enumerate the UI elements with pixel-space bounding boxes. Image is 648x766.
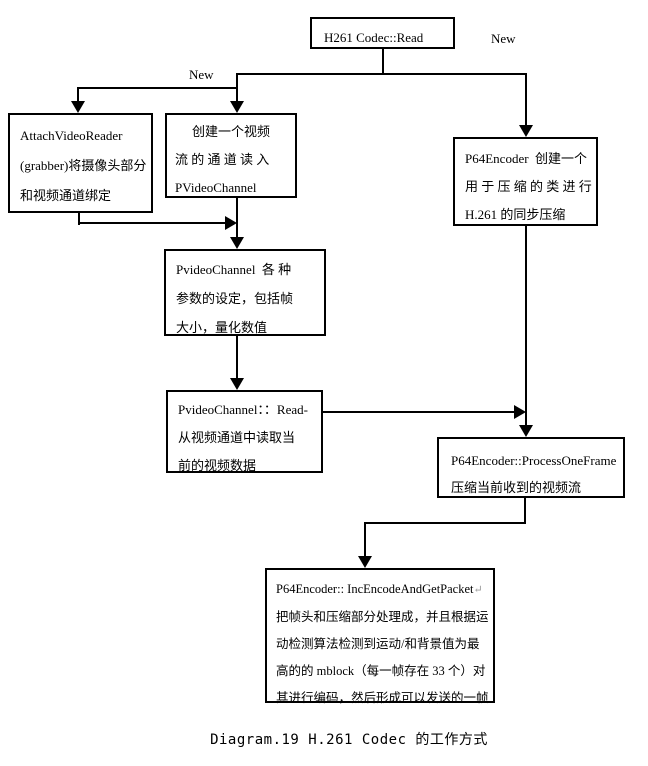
label-new-top-right: New	[491, 31, 516, 46]
box-line: 其进行编码，然后形成可以发送的一帧	[276, 691, 489, 705]
box-line: PVideoChannel	[175, 180, 257, 195]
box-line: 流 的 通 道 读 入	[175, 152, 270, 167]
return-mark-icon: ↵	[473, 584, 483, 596]
arrow-down-icon	[519, 425, 533, 437]
arrow-down-icon	[230, 237, 244, 249]
box-line: 从视频通道中读取当	[178, 430, 296, 445]
box-line: 前的视频数据	[178, 458, 257, 473]
connector-read2-right	[323, 411, 517, 413]
connector-to-encode	[364, 523, 366, 561]
connector-process-horizontal	[364, 522, 526, 524]
box-pvideochannel-read: PvideoChannel：：Read- 从视频通道中读取当 前的视频数据	[166, 390, 323, 473]
arrow-right-icon	[514, 405, 526, 419]
box-line: 创建一个视频	[191, 124, 270, 139]
arrow-right-icon	[225, 216, 237, 230]
connector-top-horizontal	[236, 73, 527, 75]
connector-to-create	[236, 74, 238, 106]
arrow-down-icon	[230, 101, 244, 113]
box-inc-encode-and-get-packet: P64Encoder:: IncEncodeAndGetPacket↵ 把帧头和…	[265, 568, 495, 705]
box-line: 参数的设定，包括帧	[176, 291, 294, 306]
box-line: PvideoChannel 各 种	[176, 262, 292, 277]
diagram-caption: Diagram.19 H.261 Codec 的工作方式	[210, 732, 488, 748]
box-process-one-frame: P64Encoder::ProcessOneFrame 压缩当前收到的视频流	[437, 437, 625, 498]
box-line: 压缩当前收到的视频流	[451, 480, 582, 495]
arrow-down-icon	[71, 101, 85, 113]
box-line: 和视频通道绑定	[20, 188, 112, 203]
connector-attach-merge	[78, 222, 228, 224]
box-attach-video-reader: AttachVideoReader (grabber)将摄像头部分 和视频通道绑…	[8, 113, 153, 213]
box-create-video-channel: 创建一个视频 流 的 通 道 读 入 PVideoChannel	[165, 113, 297, 198]
box-line: 高的的 mblock（每一帧存在 33 个）对	[276, 664, 486, 678]
arrow-down-icon	[519, 125, 533, 137]
box-pvideochannel-params: PvideoChannel 各 种 参数的设定，包括帧 大小，量化数值	[164, 249, 326, 336]
box-line: (grabber)将摄像头部分	[20, 158, 147, 173]
connector-params-to-read2	[236, 336, 238, 383]
connector-new-horizontal	[77, 87, 238, 89]
box-line: H.261 的同步压缩	[465, 207, 566, 222]
box-line: P64Encoder:: IncEncodeAndGetPacket↵	[276, 576, 493, 604]
arrow-down-icon	[358, 556, 372, 568]
connector-process-down	[524, 498, 526, 524]
connector-create-to-params	[236, 198, 238, 242]
box-line: 大小，量化数值	[176, 320, 268, 335]
box-line: 用 于 压 缩 的 类 进 行	[465, 179, 592, 194]
connector-attach-down	[78, 213, 80, 225]
box-p64encoder-create: P64Encoder 创建一个 用 于 压 缩 的 类 进 行 H.261 的同…	[453, 137, 598, 226]
box-line: H261 Codec::Read	[324, 30, 424, 45]
box-line-text: P64Encoder:: IncEncodeAndGetPacket	[276, 582, 474, 596]
connector-to-p64new	[525, 74, 527, 130]
box-line: P64Encoder 创建一个	[465, 151, 588, 166]
connector-to-attach	[77, 88, 79, 106]
box-line: 动检测算法检测到运动/和背景值为最	[276, 637, 480, 651]
arrow-down-icon	[230, 378, 244, 390]
label-new-middle: New	[189, 67, 214, 82]
box-h261codec-read: H261 Codec::Read	[310, 17, 455, 49]
box-line: AttachVideoReader	[20, 128, 123, 143]
box-line: PvideoChannel：：Read-	[178, 402, 308, 417]
box-line: P64Encoder::ProcessOneFrame	[451, 453, 617, 468]
box-line: 把帧头和压缩部分处理成，并且根据运	[276, 610, 489, 624]
connector-p64new-to-process	[525, 226, 527, 430]
connector-read-down	[382, 49, 384, 75]
